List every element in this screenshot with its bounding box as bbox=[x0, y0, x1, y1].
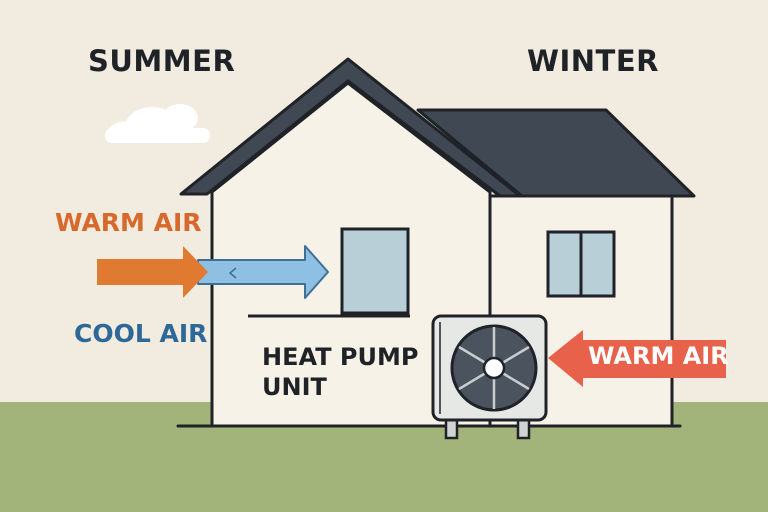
warm-air-arrow-icon bbox=[97, 246, 208, 298]
winter-label: WINTER bbox=[527, 44, 659, 78]
heat-pump-unit-label: HEAT PUMP UNIT bbox=[262, 342, 418, 402]
heat-pump-label-line1: HEAT PUMP bbox=[262, 343, 419, 371]
summer-label: SUMMER bbox=[88, 44, 236, 78]
main-roof bbox=[179, 57, 522, 198]
winter-warm-air-arrow bbox=[548, 330, 726, 387]
fan-icon bbox=[450, 324, 538, 412]
winter-warm-air-label: WARM AIR bbox=[588, 342, 729, 370]
right-window bbox=[546, 230, 616, 298]
cloud-icon bbox=[105, 104, 210, 143]
right-roof bbox=[416, 108, 696, 198]
heat-pump-unit bbox=[431, 314, 548, 440]
left-window bbox=[340, 227, 410, 315]
warm-air-label: WARM AIR bbox=[55, 208, 202, 237]
summer-airflow-arrow bbox=[97, 245, 329, 299]
chevron-left-icon bbox=[228, 267, 237, 279]
cool-air-arrow-icon bbox=[197, 245, 329, 299]
cool-air-label: COOL AIR bbox=[74, 319, 208, 348]
heat-pump-label-line2: UNIT bbox=[262, 373, 327, 401]
